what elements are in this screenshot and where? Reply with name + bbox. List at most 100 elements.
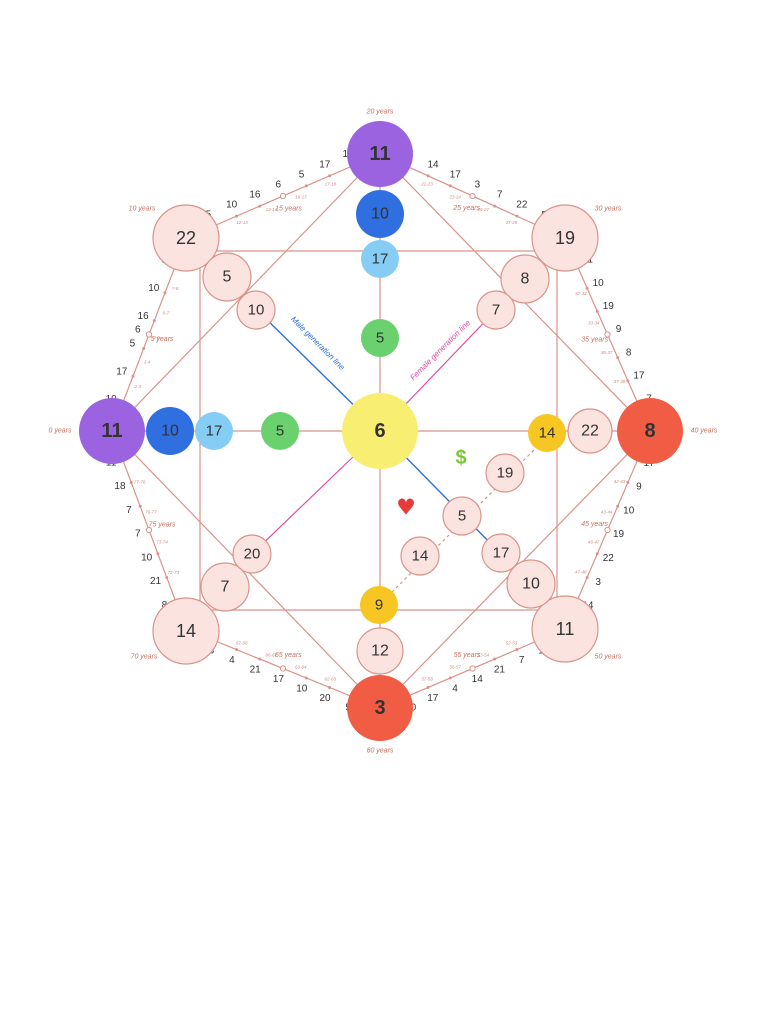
age-tick-dot xyxy=(142,346,146,350)
age-tick-value: 21 xyxy=(250,665,262,676)
top-axis-node-3: 5 xyxy=(361,319,399,357)
age-range-label: 66-67 xyxy=(266,653,278,658)
age-tick-dot xyxy=(616,356,620,360)
age-range-label: 67-68 xyxy=(236,641,248,646)
bottom-node: 3 xyxy=(347,675,413,741)
left-axis-node-2-value: 17 xyxy=(206,423,223,440)
top-axis-node-3-circle xyxy=(361,319,399,357)
age-tick-value: 9 xyxy=(636,482,642,493)
age-tick-value: 6 xyxy=(275,179,281,190)
bl-inner-node: 20 xyxy=(232,534,272,574)
age-tick-value: 21 xyxy=(150,576,162,587)
money-center-node-value: 5 xyxy=(458,508,466,525)
tr-inner-node: 7 xyxy=(476,290,516,330)
top-axis-node-2-circle xyxy=(361,240,399,278)
age-tick-value: 10 xyxy=(141,552,153,563)
age-tick-dot xyxy=(131,374,135,378)
age-range-label: 72-73 xyxy=(168,570,180,575)
left-axis-node-3-circle xyxy=(261,412,299,450)
age-tick-value: 10 xyxy=(623,505,635,516)
age-tick-dot xyxy=(626,480,630,484)
top-node-circle xyxy=(347,121,413,187)
top-axis-node-2-value: 17 xyxy=(372,251,389,268)
right-node: 8 xyxy=(617,398,683,464)
right-axis-node-gold-value: 14 xyxy=(539,425,556,442)
top-node: 11 xyxy=(347,121,413,187)
tl-outer-node: 5 xyxy=(202,252,252,302)
age-tick-dot xyxy=(328,685,332,689)
left-axis-node-2-circle xyxy=(195,412,233,450)
age-range-label: 73-74 xyxy=(156,540,168,545)
right-axis-node-gold: 14 xyxy=(528,414,566,452)
age-tick-value: 7 xyxy=(519,655,525,666)
age-tick-value: 3 xyxy=(595,577,601,588)
mid-age-marker xyxy=(469,665,476,672)
age-tick-value: 7 xyxy=(126,505,132,516)
age-tick-dot xyxy=(426,685,430,689)
age-tick-dot xyxy=(234,648,238,652)
age-tick-dot xyxy=(138,504,142,508)
age-range-label: 32-33 xyxy=(575,291,587,296)
age-label-top: 20 years xyxy=(366,109,394,116)
bottom-axis-node-gold: 9 xyxy=(360,586,398,624)
age-tick-dot xyxy=(304,676,308,680)
mid-age-marker xyxy=(145,331,153,338)
age-label-bottom: 60 years xyxy=(367,748,394,755)
age-label-left: 0 years xyxy=(49,428,72,435)
age-tick-value: 7 xyxy=(497,190,503,201)
age-range-label: 53-54 xyxy=(478,653,490,658)
age-range-label: 27-28 xyxy=(505,220,518,225)
age-range-label: 43-44 xyxy=(601,509,613,514)
mid-age-label: 15 years xyxy=(275,205,302,212)
age-tick-dot xyxy=(156,552,160,556)
age-tick-value: 22 xyxy=(603,553,615,564)
age-tick-dot xyxy=(515,648,519,652)
age-tick-dot xyxy=(515,214,519,218)
age-tick-dot xyxy=(448,184,452,188)
br-inner-node-circle xyxy=(481,533,521,573)
age-range-label: 33-34 xyxy=(588,321,600,326)
top-axis-node-3-value: 5 xyxy=(376,330,384,347)
top-axis-node-1-circle xyxy=(356,190,404,238)
bottom-node-circle xyxy=(347,675,413,741)
left-node: 11 xyxy=(79,398,145,464)
mid-age-marker xyxy=(469,192,476,200)
age-tick-value: 21 xyxy=(494,665,506,676)
mid-age-label: 75 years xyxy=(149,522,176,529)
age-range-label: 12-13 xyxy=(236,220,248,225)
age-tick-dot xyxy=(426,174,430,178)
age-tick-value: 17 xyxy=(427,693,439,704)
age-range-label: 7-8 xyxy=(172,286,179,291)
heart-icon: ♥ xyxy=(396,496,416,521)
age-tick-dot xyxy=(129,480,133,484)
age-tick-value: 9 xyxy=(616,324,622,335)
left-axis-node-3: 5 xyxy=(261,412,299,450)
age-tick-dot xyxy=(258,204,262,208)
age-tick-value: 17 xyxy=(450,169,462,180)
age-tick-value: 10 xyxy=(226,200,238,211)
age-tick-dot xyxy=(448,676,452,680)
left-axis-node-1-circle xyxy=(146,407,194,455)
age-tick-value: 10 xyxy=(148,283,160,294)
left-node-circle xyxy=(79,398,145,464)
right-axis-node-pink-circle xyxy=(567,408,613,454)
age-range-label: 56-57 xyxy=(450,665,462,670)
age-tick-dot xyxy=(304,184,308,188)
tr-outer-node-circle xyxy=(500,254,550,304)
bottom-right-node: 11 xyxy=(531,595,599,663)
br-inner-node-value: 17 xyxy=(493,545,510,562)
tr-inner-node-circle xyxy=(476,290,516,330)
age-tick-dot xyxy=(626,379,630,383)
female-generation-line-label: Female generation line xyxy=(408,318,472,382)
left-axis-node-2: 17 xyxy=(195,412,233,450)
age-range-label: 46-47 xyxy=(588,539,600,544)
age-range-label: 23-24 xyxy=(448,194,461,199)
age-tick-dot xyxy=(493,657,497,661)
age-tick-dot xyxy=(493,204,497,208)
bottom-right-node-circle xyxy=(531,595,599,663)
top-right-node: 19 xyxy=(531,204,599,272)
tr-outer-node: 8 xyxy=(500,254,550,304)
money-upper-node-circle xyxy=(485,453,525,493)
age-tick-value: 16 xyxy=(249,190,261,201)
